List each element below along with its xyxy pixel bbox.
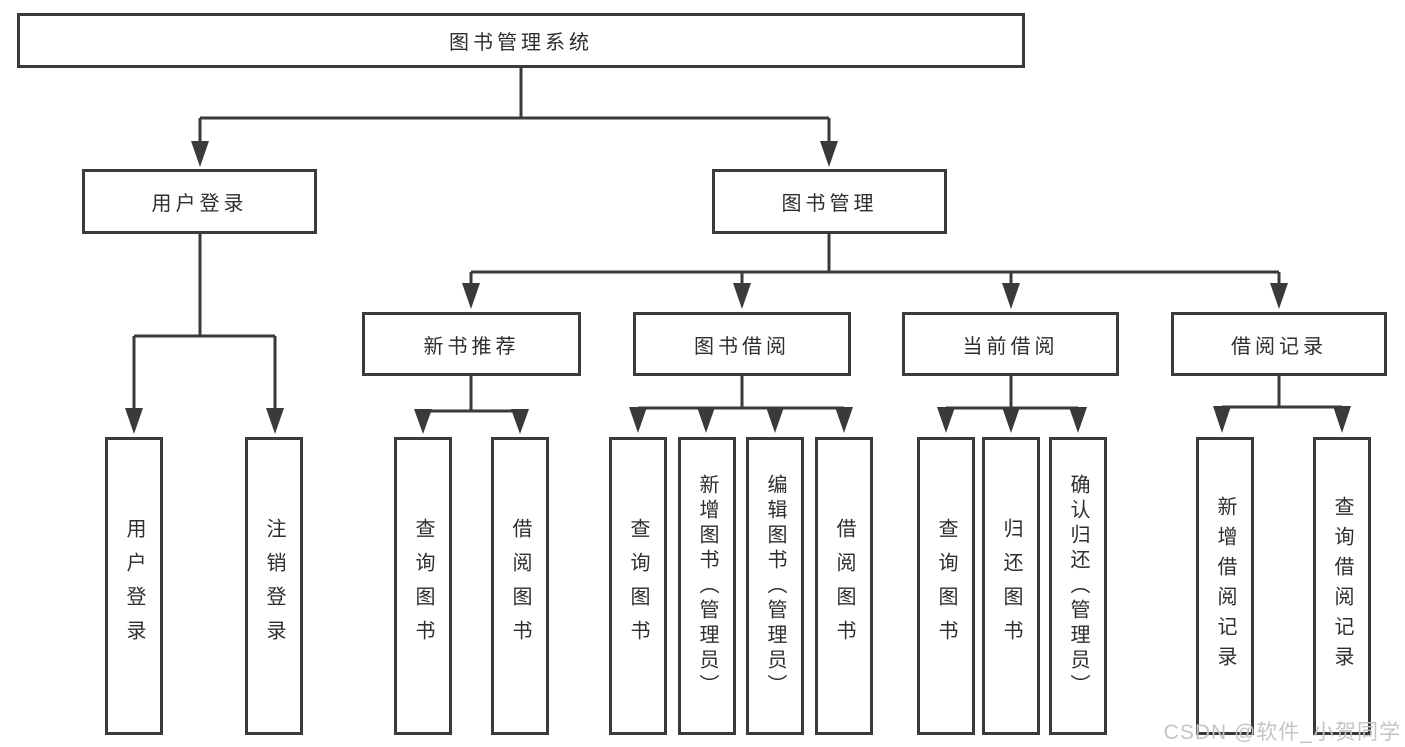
connector-user-login-children (132, 233, 277, 410)
node-book-management: 图书管理 (712, 169, 947, 234)
leaf-user-login: 用户登录 (105, 437, 163, 735)
leaf-confirm-return-admin: 确认归还（管理员） (1049, 437, 1107, 735)
node-label: 借阅图书 (833, 518, 855, 654)
leaf-add-books-admin: 新增图书（管理员） (678, 437, 736, 735)
csdn-watermark: CSDN @软件_小贺同学 (1163, 721, 1401, 744)
arrowhead (511, 409, 529, 434)
node-label: 图书管理 (781, 193, 878, 215)
arrowhead (125, 408, 143, 434)
node-label: 新增借阅记录 (1214, 496, 1236, 676)
arrowhead (1002, 283, 1020, 309)
node-borrowing-records: 借阅记录 (1171, 312, 1387, 376)
node-label: 编辑图书（管理员） (764, 473, 786, 699)
arrowhead (835, 407, 853, 433)
arrowhead (1333, 406, 1351, 433)
node-label: 注销登录 (263, 518, 285, 654)
arrowhead (733, 283, 751, 309)
arrowheads (125, 141, 1351, 434)
leaf-add-borrow-record: 新增借阅记录 (1196, 437, 1254, 735)
arrowhead (820, 141, 838, 167)
node-label: 图书管理系统 (449, 32, 593, 54)
connector-root-to-level2 (198, 68, 831, 143)
connector-current-borrowing-children (946, 376, 1078, 410)
node-label: 确认归还（管理员） (1067, 473, 1089, 699)
node-new-book-recommendation: 新书推荐 (362, 312, 581, 376)
node-label: 查询图书 (627, 518, 649, 654)
connector-book-borrowing-children (638, 376, 844, 410)
connector-borrowing-records-children (1222, 376, 1342, 409)
leaf-logout-login: 注销登录 (245, 437, 303, 735)
node-label: 查询借阅记录 (1331, 496, 1353, 676)
node-label: 查询图书 (412, 518, 434, 654)
arrowhead (1213, 406, 1231, 433)
node-label: 归还图书 (1000, 518, 1022, 654)
arrowhead (937, 407, 955, 433)
node-label: 新书推荐 (423, 335, 520, 358)
leaf-query-borrow-record: 查询借阅记录 (1313, 437, 1371, 735)
node-label: 当前借阅 (962, 335, 1059, 358)
node-user-login: 用户登录 (82, 169, 317, 234)
leaf-edit-books-admin: 编辑图书（管理员） (746, 437, 804, 735)
arrowhead (629, 407, 647, 433)
leaf-query-books-borrowing: 查询图书 (609, 437, 667, 735)
node-label: 查询图书 (935, 518, 957, 654)
arrowhead (414, 409, 432, 434)
node-label: 借阅记录 (1231, 335, 1327, 358)
node-label: 图书借阅 (694, 335, 790, 358)
connector-book-management-children (469, 233, 1281, 285)
node-book-borrowing: 图书借阅 (633, 312, 851, 376)
node-current-borrowing: 当前借阅 (902, 312, 1119, 376)
leaf-query-books-current: 查询图书 (917, 437, 975, 735)
connector-new-book-children (423, 376, 520, 413)
node-label: 借阅图书 (509, 518, 531, 654)
arrowhead (266, 408, 284, 434)
arrowhead (1270, 283, 1288, 309)
arrowhead (697, 407, 715, 433)
node-root-library-system: 图书管理系统 (17, 13, 1025, 68)
node-label: 新增图书（管理员） (696, 473, 718, 699)
leaf-return-books: 归还图书 (982, 437, 1040, 735)
leaf-query-books-recommend: 查询图书 (394, 437, 452, 735)
node-label: 用户登录 (151, 193, 248, 215)
arrowhead (462, 283, 480, 309)
node-label: 用户登录 (123, 518, 145, 654)
leaf-borrow-books-recommend: 借阅图书 (491, 437, 549, 735)
arrowhead (1002, 407, 1020, 433)
leaf-borrow-books-borrowing: 借阅图书 (815, 437, 873, 735)
arrowhead (1069, 407, 1087, 433)
arrowhead (191, 141, 209, 167)
arrowhead (766, 407, 784, 433)
